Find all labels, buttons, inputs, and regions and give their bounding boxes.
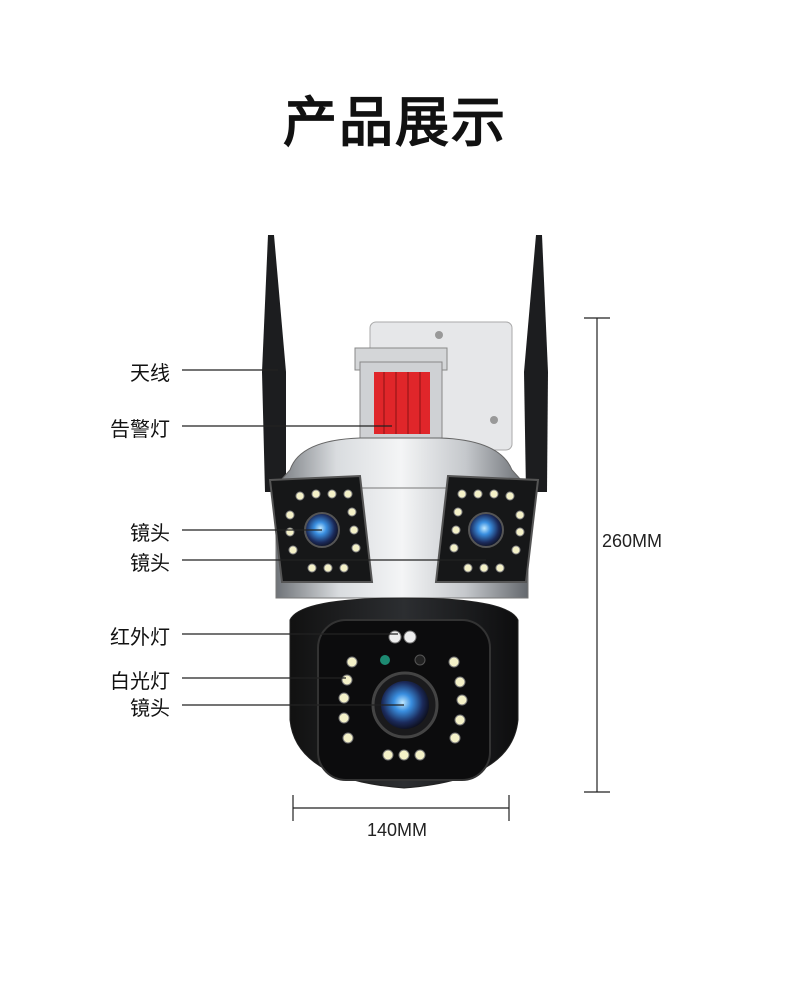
width-dimension: 140MM: [367, 820, 428, 840]
alarm-light: [374, 372, 430, 434]
label-alarm-light: 告警灯: [110, 417, 170, 441]
antenna-right: [524, 235, 548, 492]
label-ir-light: 红外灯: [110, 625, 170, 649]
label-white-light: 白光灯: [110, 669, 170, 693]
antenna-left: [262, 235, 286, 492]
label-antenna: 天线: [130, 361, 170, 385]
leader-lines: [182, 369, 486, 706]
side-module-right: [434, 474, 540, 583]
height-dimension: 260MM: [602, 531, 663, 551]
page-title: 产品展示: [283, 91, 507, 154]
label-lens-3: 镜头: [130, 696, 170, 720]
label-lens-2: 镜头: [130, 551, 170, 575]
dimension-lines: [292, 317, 610, 821]
label-lens-1: 镜头: [130, 521, 170, 545]
lower-body: [289, 597, 519, 789]
